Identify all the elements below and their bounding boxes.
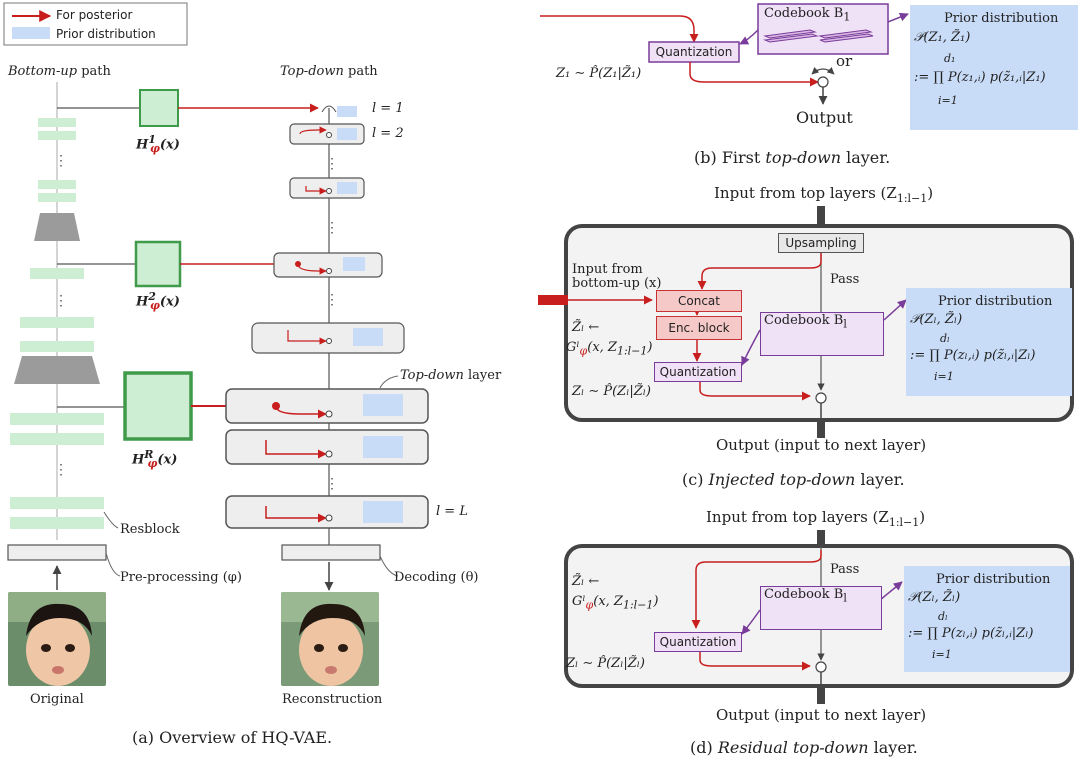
output-d-label: Output (input to next layer) — [716, 706, 927, 724]
bottom-up-path: ⋮ ⋮ ⋮ — [7, 82, 121, 590]
reconstruction-label: Reconstruction — [282, 692, 383, 707]
encoder-hr — [57, 371, 274, 441]
decoding-label: Decoding (θ) — [394, 570, 479, 585]
or-label: or — [836, 52, 853, 70]
g-d-label: Gˡφ(x, Z1:l−1) — [572, 594, 659, 612]
svg-text:⋮: ⋮ — [54, 293, 68, 309]
prior-c-limit: dₗ — [940, 332, 950, 345]
resblock-label: Resblock — [120, 522, 180, 537]
prior-c-from: i=1 — [934, 370, 954, 383]
top-down-path: ⋮ ⋮ ⋮ ⋮ — [225, 105, 429, 591]
preprocessing-label: Pre-processing (φ) — [120, 570, 242, 585]
enc-block: Enc. block — [656, 316, 742, 340]
zl-c-sample-label: Zₗ ∼ P̂(Zₗ|Z̃ₗ) — [572, 384, 651, 399]
svg-text:⋮: ⋮ — [325, 220, 339, 236]
input-bottom-c-2: bottom-up (x) — [572, 276, 662, 291]
prior-b-line1: 𝒫(Z₁, Z̃₁) — [914, 30, 971, 45]
caption-d: (d) Residual top-down layer. — [690, 738, 918, 757]
prior-d-from: i=1 — [932, 648, 952, 661]
hr-label: HRφ(x) — [132, 448, 178, 470]
prior-c-title: Prior distribution — [938, 294, 1053, 309]
codebook-bl-c — [760, 312, 884, 356]
legend-prior: Prior distribution — [56, 27, 156, 41]
pass-c-label: Pass — [830, 272, 860, 287]
codebook-bl-c-label: Codebook Bl — [764, 313, 847, 331]
top-down-layer-label: Top-down layer — [400, 368, 502, 383]
codebook-bl-d — [760, 586, 882, 630]
g-c-label: Gˡφ(x, Z1:l−1) — [566, 340, 653, 358]
z1-sample-label: Z₁ ∼ P̂(Z₁|Z̃₁) — [556, 66, 642, 81]
ztilde-c-label: Z̃ₗ ← — [572, 320, 600, 335]
caption-b: (b) First top-down layer. — [694, 148, 891, 167]
svg-text:⋮: ⋮ — [325, 156, 339, 172]
encoder-h2 — [57, 240, 295, 288]
svg-text:⋮: ⋮ — [54, 153, 68, 169]
prior-d-title: Prior distribution — [936, 572, 1051, 587]
lL-label: l = L — [436, 504, 468, 519]
quantization-c: Quantization — [654, 362, 742, 382]
prior-b-limit: d₁ — [944, 52, 956, 65]
quantization-d: Quantization — [654, 632, 742, 652]
legend — [3, 2, 188, 46]
prior-d-limit: dₗ — [938, 610, 948, 623]
zl-d-sample-label: Zₗ ∼ P̂(Zₗ|Z̃ₗ) — [566, 656, 645, 671]
prior-d-line1: 𝒫(Zₗ, Z̃ₗ) — [908, 590, 961, 605]
baby-face-photo-icon — [8, 592, 106, 686]
panel-b-graphics — [540, 3, 1078, 130]
codebook-bl-d-label: Codebook Bl — [764, 587, 847, 605]
pass-d-label: Pass — [830, 562, 860, 577]
prior-d-line2: := ∏ P(zₗ,ᵢ) p(z̃ₗ,ᵢ|Zₗ) — [908, 626, 1034, 641]
quantization-b: Quantization — [655, 45, 733, 59]
prior-b-from: i=1 — [938, 94, 958, 107]
l1-label: l = 1 — [372, 101, 404, 116]
upsampling-block: Upsampling — [778, 233, 864, 253]
original-label: Original — [30, 692, 84, 707]
ztilde-d-label: Z̃ₗ ← — [572, 574, 600, 589]
input-top-d: Input from top layers (Z1:l−1) — [706, 508, 926, 529]
top-down-label: Top-down path — [280, 64, 378, 79]
original-photo — [8, 592, 106, 686]
l2-label: l = 2 — [372, 126, 404, 141]
prior-d-box — [904, 566, 1070, 672]
input-bottom-c-1: Input from — [572, 262, 643, 277]
prior-b-title: Prior distribution — [944, 11, 1059, 26]
prior-b-line2: := ∏ P(z₁,ᵢ) p(z̃₁,ᵢ|Z₁) — [914, 70, 1046, 85]
caption-c: (c) Injected top-down layer. — [682, 470, 905, 489]
h2-label: H2φ(x) — [136, 290, 180, 312]
concat-block: Concat — [656, 290, 742, 312]
input-top-c: Input from top layers (Z1:l−1) — [714, 184, 934, 205]
h1-label: H1φ(x) — [136, 133, 180, 155]
caption-a: (a) Overview of HQ-VAE. — [132, 728, 333, 747]
bottom-up-label: Bottom-up path — [8, 64, 111, 79]
prior-c-line2: := ∏ P(zₗ,ᵢ) p(z̃ₗ,ᵢ|Zₗ) — [910, 348, 1036, 363]
output-c-label: Output (input to next layer) — [716, 436, 927, 454]
output-b-label: Output — [796, 108, 853, 127]
prior-c-box — [906, 288, 1072, 396]
encoder-h1 — [57, 89, 319, 127]
svg-text:⋮: ⋮ — [325, 476, 339, 492]
legend-posterior: For posterior — [56, 8, 133, 22]
baby-face-photo-icon — [281, 592, 379, 686]
svg-text:⋮: ⋮ — [54, 462, 68, 478]
svg-text:⋮: ⋮ — [325, 292, 339, 308]
codebook-b1-label: Codebook B1 — [764, 6, 851, 24]
reconstruction-photo — [281, 592, 379, 686]
prior-c-line1: 𝒫(Zₗ, Z̃ₗ) — [910, 312, 963, 327]
